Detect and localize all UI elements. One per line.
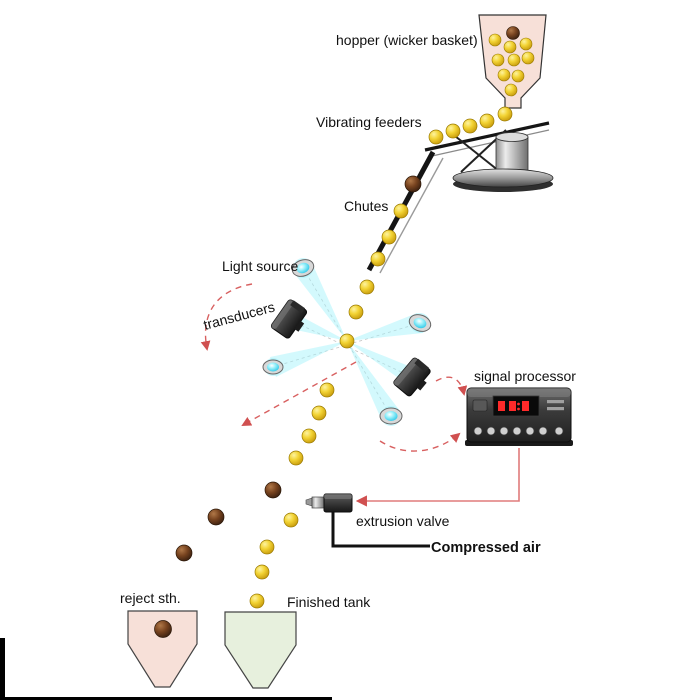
chutes-label: Chutes: [344, 198, 388, 214]
processor-to-valve-wire: [355, 448, 520, 507]
rejected-ball: [154, 620, 172, 638]
accepted-ball: [249, 593, 265, 609]
rejected-ball: [264, 481, 282, 499]
product-stream: [175, 106, 513, 580]
vibrating-feeder: [424, 121, 554, 192]
light-source-lamp-3: [379, 406, 403, 426]
signal-processor: [465, 387, 573, 446]
light-source-label: Light source: [222, 258, 298, 274]
hopper: [478, 14, 547, 109]
feeder-base: [452, 168, 554, 188]
light-beams: [270, 263, 423, 421]
light-source-lamp-1: [291, 258, 315, 278]
valve-nozzle: [305, 497, 313, 507]
rejected-ball: [175, 544, 193, 562]
vibrating-feeders-label: Vibrating feeders: [316, 114, 422, 130]
rejected-ball: [207, 508, 225, 526]
extrusion-valve-label: extrusion valve: [356, 513, 450, 529]
hopper-label: hopper (wicker basket): [336, 32, 478, 48]
transducer-2: [393, 357, 431, 397]
processor-buttons: [473, 426, 564, 436]
transducer-1: [270, 299, 308, 339]
light-source-lamp-2: [408, 313, 432, 333]
finished-tank-label: Finished tank: [287, 594, 371, 610]
image-artifact: [0, 638, 332, 700]
brown-ball: [506, 26, 520, 40]
signal-paths: [200, 283, 468, 452]
extrusion-valve: [305, 493, 430, 548]
reject-label: reject sth.: [120, 590, 181, 606]
compressed-air-label: Compressed air: [431, 540, 541, 556]
light-source-lamp-4: [262, 358, 284, 376]
finished-tank: [224, 593, 297, 689]
signal-processor-label: signal processor: [474, 368, 576, 384]
hopper-balls: [488, 26, 535, 97]
compressed-air-pipe: [331, 512, 430, 548]
brown-ball: [404, 175, 422, 193]
transducers-label: transducers: [202, 299, 277, 333]
reject-hopper: [127, 610, 198, 688]
inspected-ball: [339, 333, 355, 349]
